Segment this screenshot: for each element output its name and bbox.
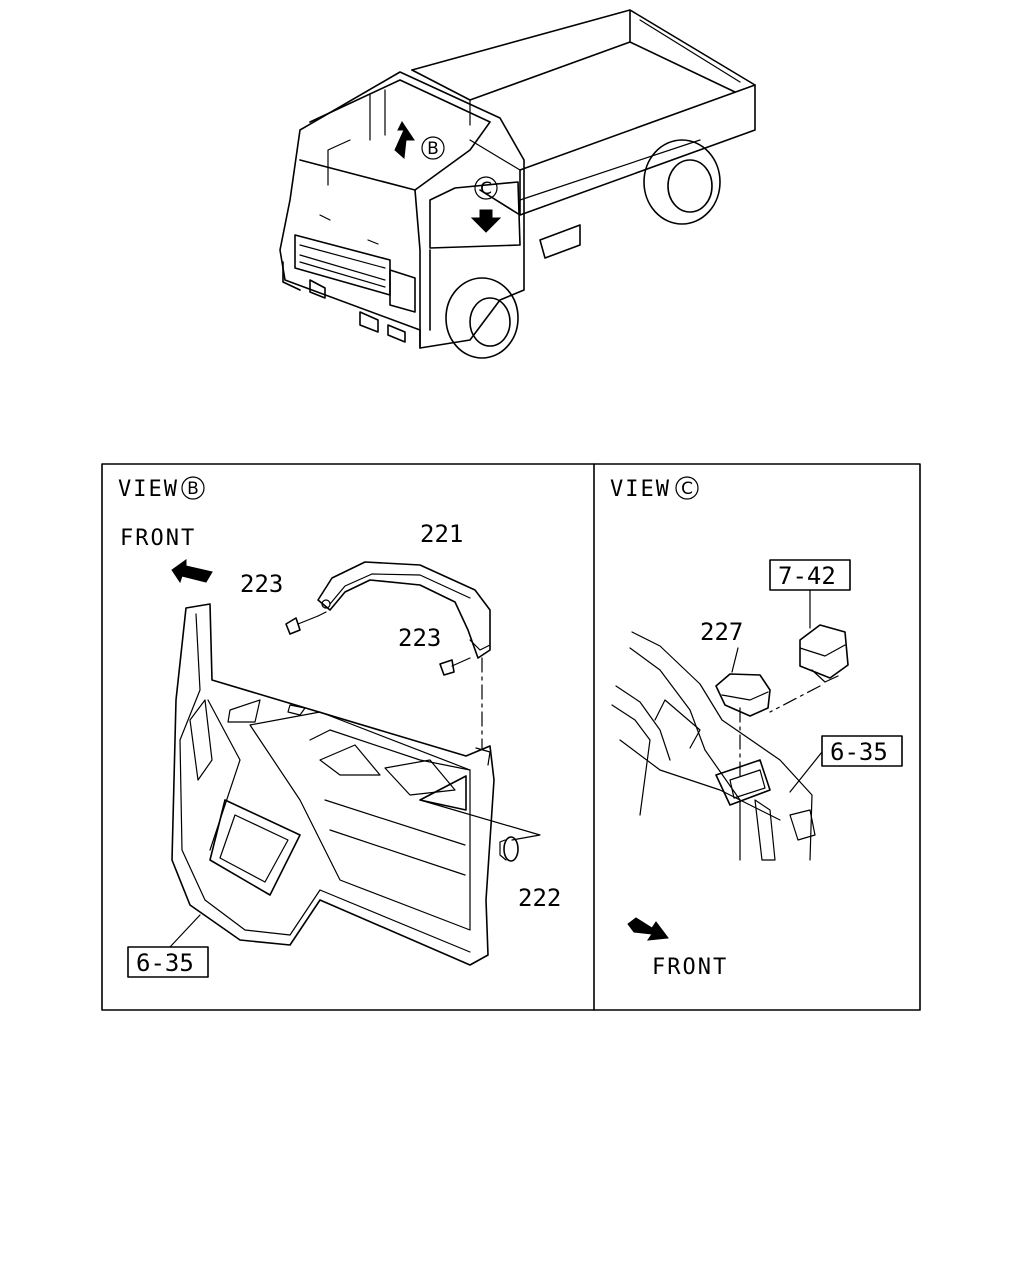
headliner-panel xyxy=(171,603,495,966)
label-7-42: 7-42 xyxy=(778,562,836,590)
label-6-35-c: 6-35 xyxy=(830,738,888,766)
label-6-35-b: 6-35 xyxy=(136,949,194,977)
view-b-title: VIEW xyxy=(118,477,179,502)
view-b-panel: VIEW B FRONT xyxy=(118,476,561,978)
truck-illustration: B C xyxy=(279,9,756,359)
label-222: 222 xyxy=(518,884,561,912)
switch xyxy=(769,624,849,713)
view-c-marker: C xyxy=(681,479,693,499)
view-b-front-arrow xyxy=(171,559,213,584)
label-223-left: 223 xyxy=(240,570,283,598)
cab xyxy=(279,71,525,359)
view-c-front-label: FRONT xyxy=(652,955,728,980)
callout-b: B xyxy=(394,121,445,160)
assist-grip xyxy=(317,561,491,659)
callout-c: C xyxy=(470,176,502,233)
label-223-right: 223 xyxy=(398,624,441,652)
view-c-panel: VIEW C 227 xyxy=(610,476,903,980)
label-227: 227 xyxy=(700,618,743,646)
interior-side-panel xyxy=(611,631,816,861)
callout-c-label: C xyxy=(480,179,492,199)
cap xyxy=(499,836,519,862)
view-c-front-arrow xyxy=(627,917,669,941)
view-b-front-label: FRONT xyxy=(120,526,196,551)
rear-wheel xyxy=(643,139,721,225)
view-c-title: VIEW xyxy=(610,477,671,502)
label-221: 221 xyxy=(420,520,463,548)
cover xyxy=(715,673,771,781)
callout-b-label: B xyxy=(427,139,439,159)
view-frames xyxy=(101,463,921,1011)
screw-right xyxy=(439,657,471,676)
cargo-bed xyxy=(411,9,756,259)
view-b-marker: B xyxy=(187,479,199,499)
screw-left xyxy=(285,611,327,635)
